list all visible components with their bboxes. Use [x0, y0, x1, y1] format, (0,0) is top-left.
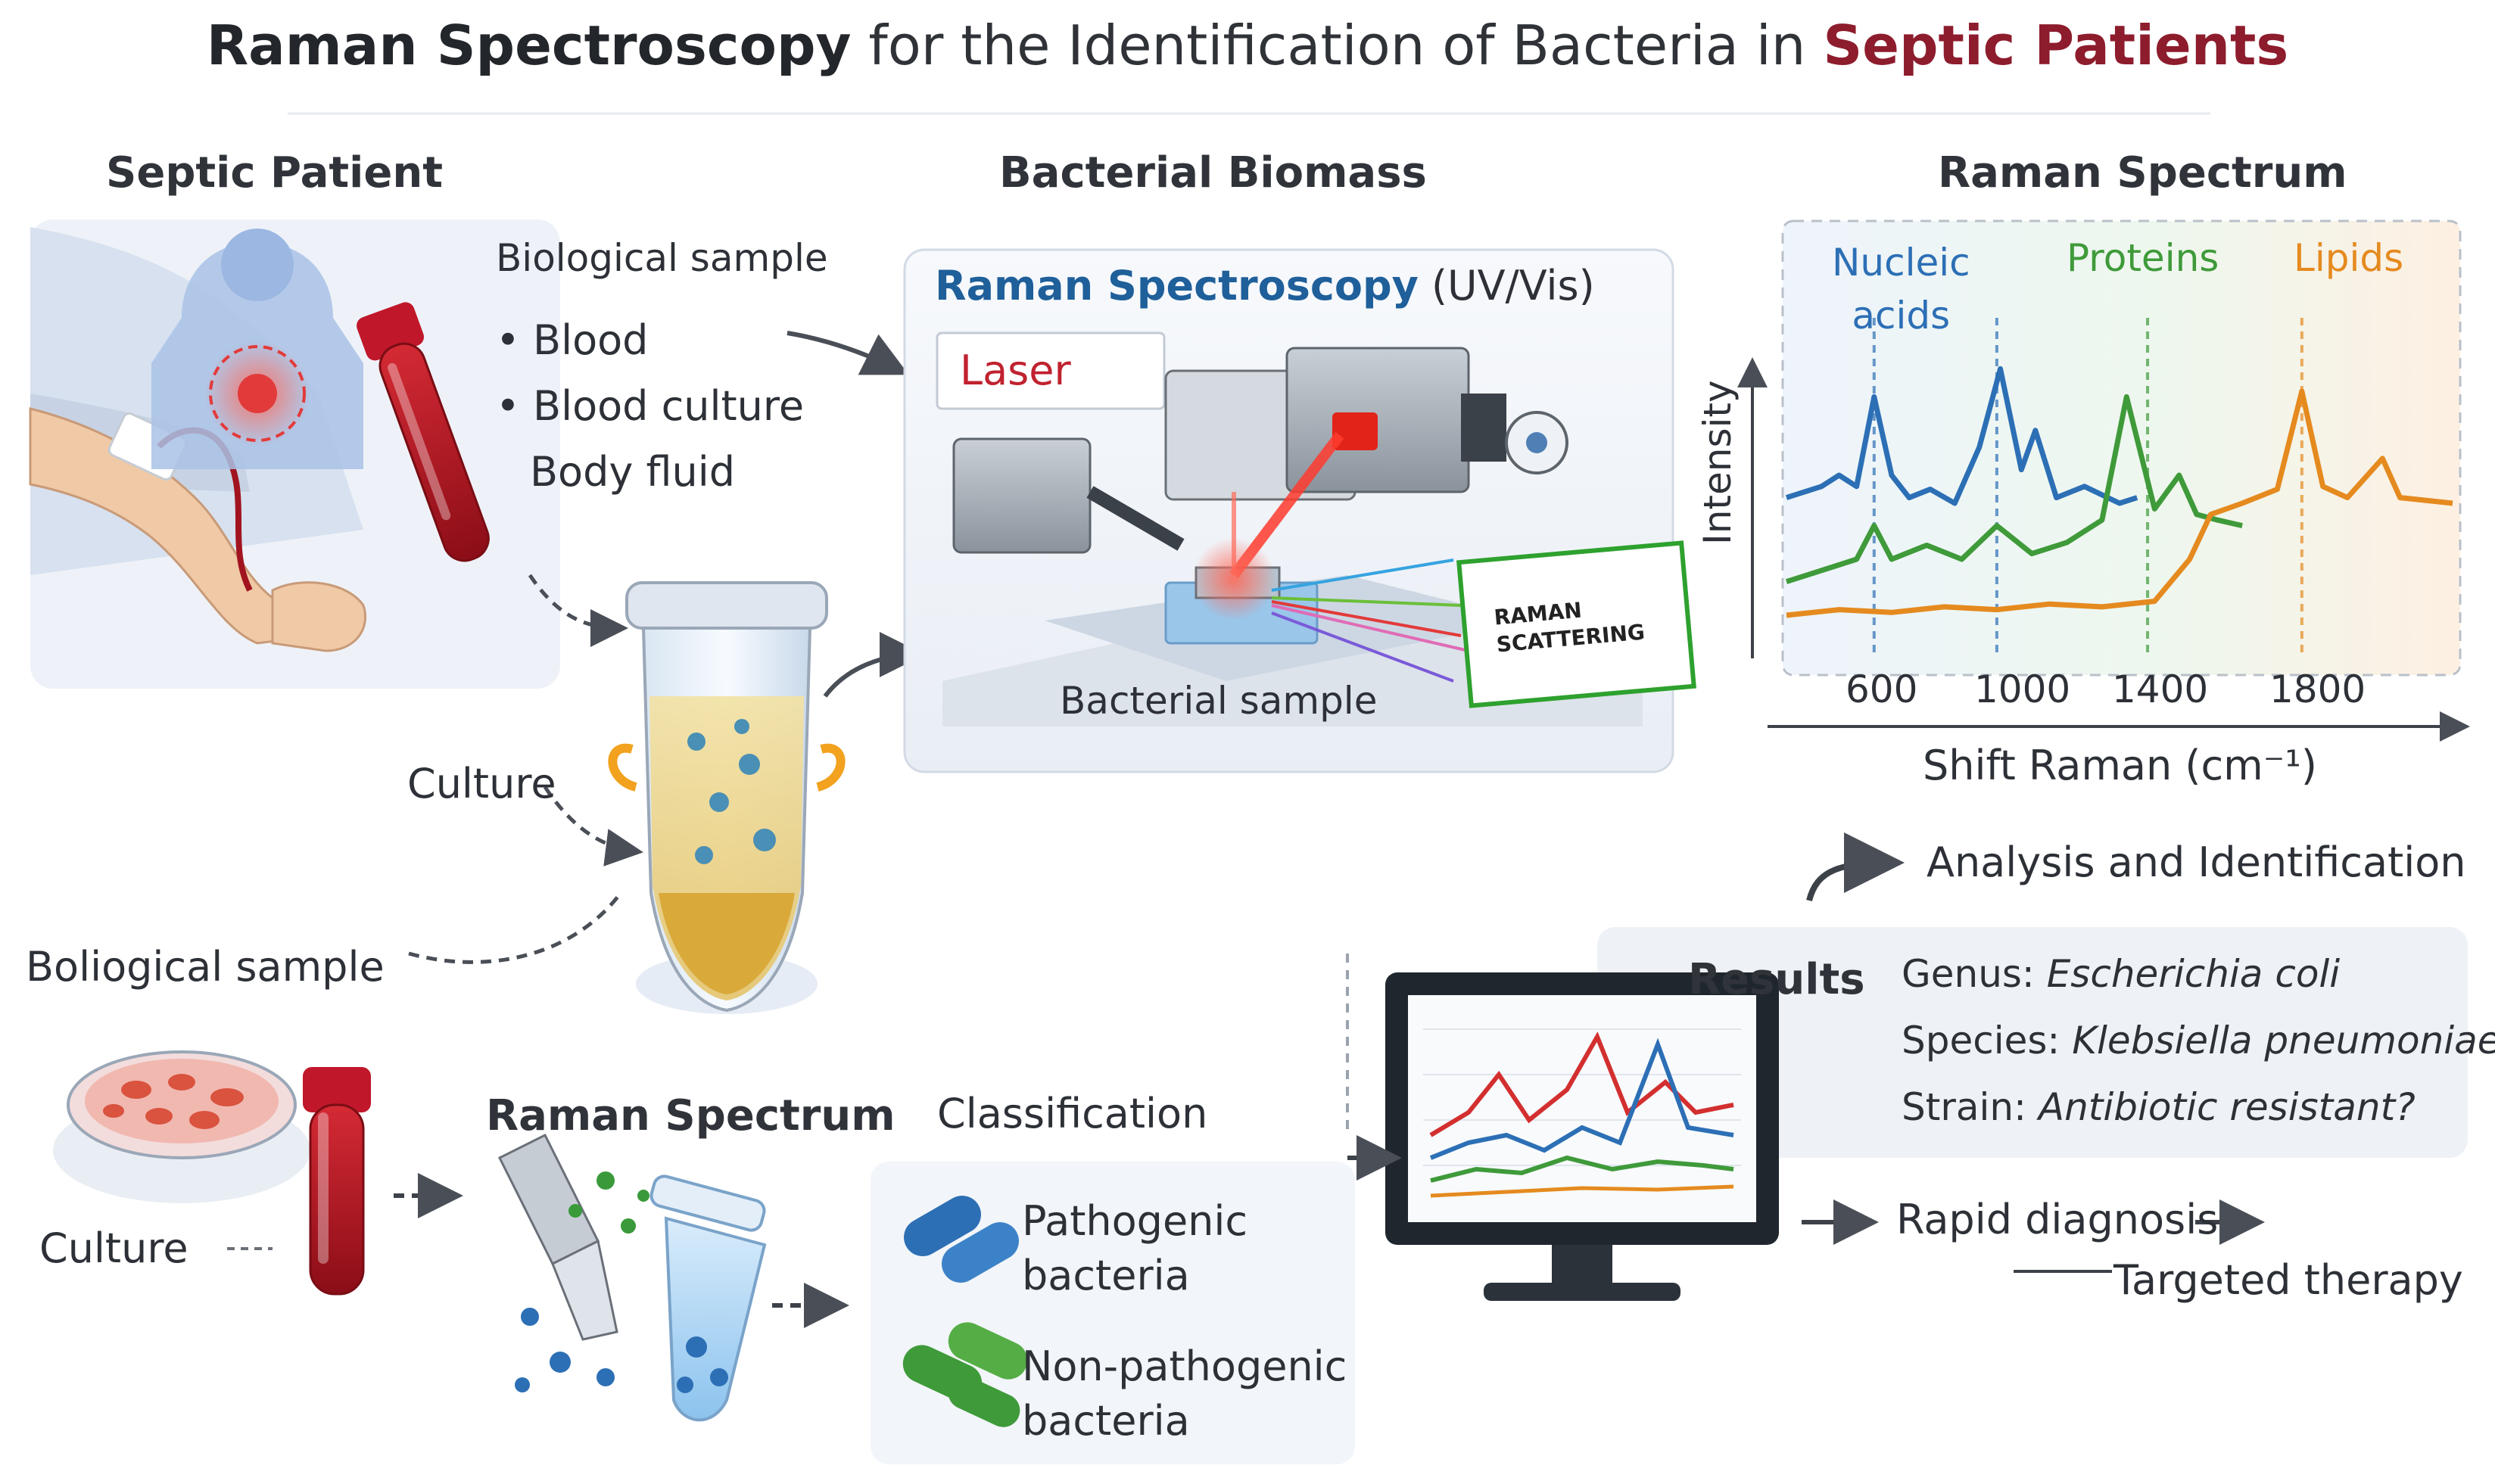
- spectrum-series-line: [1785, 394, 2243, 584]
- xtick-1800: 1800: [2269, 667, 2366, 711]
- pathogenic-bacteria-icon: [904, 1196, 1019, 1283]
- septic-patient-heading: Septic Patient: [106, 148, 443, 198]
- bacterial-sample-label: Bacterial sample: [1060, 679, 1378, 723]
- result-strain: Strain: Antibiotic resistant?: [1902, 1085, 2416, 1129]
- boliogical-sample-label: Boliogical sample: [26, 943, 385, 991]
- pipette-and-tube: [497, 1133, 767, 1422]
- raman-spectrum-chart: [1785, 318, 2453, 658]
- pathogenic-bacteria-label: Pathogenic bacteria: [1022, 1197, 1248, 1299]
- blood-tube-bottom: [303, 1067, 371, 1296]
- spectrometer-device: [942, 347, 1643, 726]
- spectrum-series-line: [1786, 388, 2453, 618]
- culture-label: Culture: [407, 760, 556, 807]
- page-title: Raman Spectroscopy for the Identificatio…: [206, 14, 2289, 77]
- instrument-title: Raman Spectroscopy (UV/Vis): [935, 262, 1595, 310]
- non-pathogenic-bacteria-label: Non-pathogenic bacteria: [1022, 1342, 1347, 1445]
- culture-tube: [608, 581, 846, 1014]
- sample-item-body-fluid: Body fluid: [530, 448, 736, 496]
- xtick-1000: 1000: [1974, 667, 2071, 711]
- result-species: Species: Klebsiella pneumoniae: [1902, 1019, 2495, 1062]
- sample-item-blood-culture: • Blood culture: [496, 382, 805, 430]
- band-label-lipids: Lipids: [2294, 236, 2404, 280]
- targeted-therapy-label: Targeted therapy: [2113, 1256, 2463, 1304]
- xtick-1400: 1400: [2112, 667, 2209, 711]
- results-heading: Results: [1688, 955, 1865, 1004]
- petri-dish: [53, 1050, 310, 1203]
- analysis-identification-label: Analysis and Identification: [1927, 838, 2466, 886]
- computer-monitor: [1346, 954, 1779, 1301]
- blood-tube-top: [357, 302, 490, 562]
- raman-spectrum-bottom-heading: Raman Spectrum: [486, 1091, 896, 1140]
- rapid-diagnosis-label: Rapid diagnosis: [1896, 1196, 2219, 1243]
- chart-ylabel: Intensity: [1696, 380, 1740, 545]
- classification-heading: Classification: [937, 1090, 1208, 1137]
- sample-item-blood: • Blood: [496, 316, 649, 364]
- laser-label: Laser: [960, 347, 1071, 394]
- non-pathogenic-bacteria-icon: [902, 1322, 1028, 1427]
- band-label-proteins: Proteins: [2067, 236, 2219, 280]
- biological-sample-heading: Biological sample: [496, 236, 828, 280]
- bacterial-biomass-heading: Bacterial Biomass: [999, 148, 1427, 198]
- patient-illustration: [29, 219, 560, 689]
- chart-xlabel: Shift Raman (cm⁻¹): [1923, 742, 2317, 789]
- xtick-600: 600: [1846, 667, 1918, 711]
- spectrum-series-line: [1785, 366, 2138, 506]
- result-genus: Genus: Escherichia coli: [1902, 952, 2341, 996]
- band-label-nucleic-acids: Nucleic acids: [1832, 241, 1970, 338]
- raman-spectrum-heading: Raman Spectrum: [1938, 148, 2347, 198]
- culture-label-bottom: Culture: [39, 1224, 188, 1272]
